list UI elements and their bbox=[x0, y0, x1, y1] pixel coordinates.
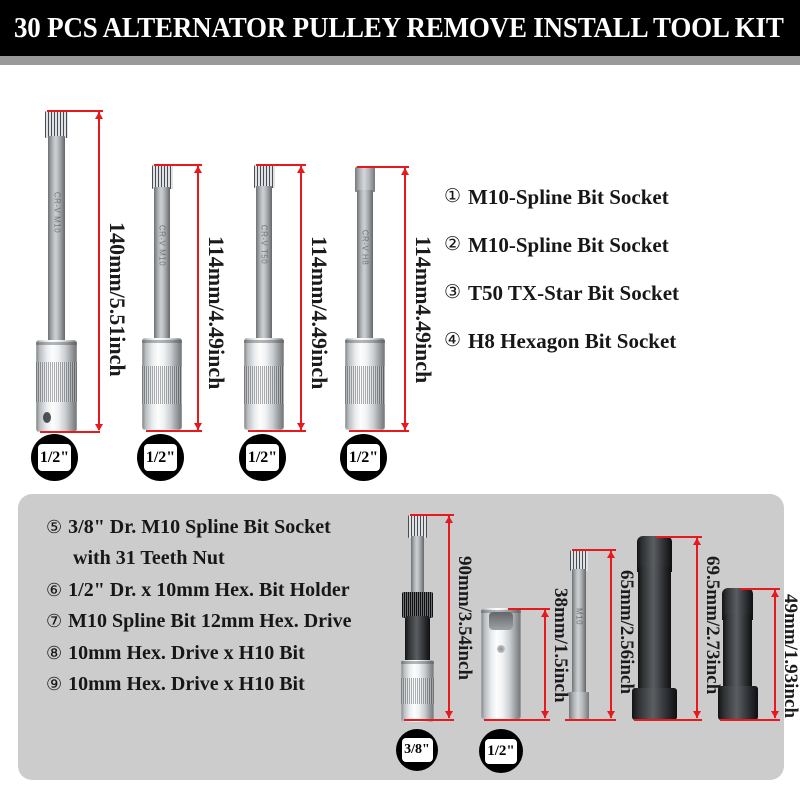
legend-item-2-label: M10-Spline Bit Socket bbox=[468, 233, 669, 258]
tool-9-collar bbox=[718, 686, 758, 720]
tool-7-spline-tip bbox=[570, 549, 588, 571]
tool-1-shank: CR-V M10 bbox=[48, 136, 65, 348]
panel-item-6: ⑥ 1/2" Dr. x 10mm Hex. Bit Holder bbox=[46, 579, 436, 601]
tool-2-etching: CR-V M10 bbox=[157, 224, 167, 266]
tool-3-shank: CR-V T50 bbox=[256, 186, 272, 345]
tool-7-dimension-label: 65mm/2.56inch bbox=[616, 570, 637, 695]
panel-item-7-label: M10 Spline Bit 12mm Hex. Drive bbox=[68, 610, 352, 633]
tool-4-dimension-label: 114mm4.49inch bbox=[411, 236, 436, 384]
tool-4-shank: CR-V H8 bbox=[357, 190, 373, 345]
legend-item-1: ① M10-Spline Bit Socket bbox=[444, 186, 794, 208]
tool-2-drive-label: 1/2" bbox=[144, 444, 177, 471]
panel-item-5-continued-label: with 31 Teeth Nut bbox=[73, 547, 225, 570]
legend-item-3: ③ T50 TX-Star Bit Socket bbox=[444, 282, 794, 304]
legend-item-4-label: H8 Hexagon Bit Socket bbox=[468, 329, 677, 354]
tool-5-shank bbox=[411, 536, 424, 596]
tool-9-dimension-label: 49mm/1.93inch bbox=[780, 594, 800, 719]
tool-3-drive-badge: 1/2" bbox=[239, 434, 286, 481]
legend-item-3-label: T50 TX-Star Bit Socket bbox=[468, 281, 680, 306]
tool-1-drive-badge: 1/2" bbox=[31, 434, 78, 481]
tool-4-socket bbox=[345, 338, 385, 430]
legend-item-2-number: ② bbox=[444, 234, 462, 256]
tool-4-hex-tip bbox=[355, 166, 375, 192]
panel-item-9: ⑨ 10mm Hex. Drive x H10 Bit bbox=[46, 673, 436, 695]
panel-item-5-number: ⑤ bbox=[46, 517, 63, 537]
panel-item-5-continued: with 31 Teeth Nut bbox=[46, 547, 436, 569]
tool-6-drive-label: 1/2" bbox=[485, 738, 517, 764]
panel-item-9-number: ⑨ bbox=[46, 673, 63, 694]
legend-list: ① M10-Spline Bit Socket ② M10-Spline Bit… bbox=[444, 186, 794, 378]
tool-2-socket bbox=[142, 338, 182, 430]
tool-9-body bbox=[723, 614, 752, 692]
tool-4-drive-badge: 1/2" bbox=[340, 434, 387, 481]
tool-2-dimension-label: 114mm/4.49inch bbox=[204, 236, 229, 390]
tool-2-spline-tip bbox=[152, 164, 173, 189]
tool-1-spline-tip bbox=[45, 110, 68, 138]
legend-item-4-number: ④ bbox=[444, 330, 462, 352]
tool-7-etching: M10 bbox=[574, 607, 584, 625]
tool-6-dimension-label: 38mm/1.5inch bbox=[550, 588, 571, 703]
tool-6-socket bbox=[481, 608, 521, 720]
panel-item-8: ⑧ 10mm Hex. Drive x H10 Bit bbox=[46, 642, 436, 664]
panel-item-5: ⑤ 3/8" Dr. M10 Spline Bit Socket bbox=[46, 516, 436, 538]
panel-item-6-label: 1/2" Dr. x 10mm Hex. Bit Holder bbox=[68, 578, 350, 601]
tool-5-spline-tip bbox=[408, 514, 427, 538]
tool-2-shank: CR-V M10 bbox=[154, 187, 170, 345]
tool-5-teeth-nut bbox=[402, 592, 433, 618]
panel-item-8-label: 10mm Hex. Drive x H10 Bit bbox=[68, 641, 305, 664]
legend-item-4: ④ H8 Hexagon Bit Socket bbox=[444, 330, 794, 352]
panel-item-8-number: ⑧ bbox=[46, 642, 63, 663]
page-title: 30 PCS ALTERNATOR PULLEY REMOVE INSTALL … bbox=[14, 11, 784, 44]
tool-8-body bbox=[638, 566, 671, 696]
panel-item-9-label: 10mm Hex. Drive x H10 Bit bbox=[68, 672, 305, 695]
tool-3-dimension-label: 114mm/4.49inch bbox=[307, 236, 332, 390]
panel-list: ⑤ 3/8" Dr. M10 Spline Bit Socket with 31… bbox=[46, 516, 436, 704]
tool-2-drive-badge: 1/2" bbox=[137, 434, 184, 481]
legend-item-1-number: ① bbox=[444, 186, 462, 207]
tool-5-drive-badge: 3/8" bbox=[396, 729, 438, 771]
tool-7-shank: M10 bbox=[572, 569, 586, 695]
legend-item-1-label: M10-Spline Bit Socket bbox=[468, 185, 669, 209]
tool-4-etching: CR-V H8 bbox=[360, 229, 370, 265]
header-banner: 30 PCS ALTERNATOR PULLEY REMOVE INSTALL … bbox=[0, 0, 800, 56]
tool-7-hex-drive bbox=[569, 692, 589, 719]
tool-5-socket bbox=[401, 660, 434, 722]
tool-1-etching: CR-V M10 bbox=[52, 191, 61, 234]
tool-5-hex-body bbox=[405, 616, 430, 664]
tool-5-drive-label: 3/8" bbox=[401, 738, 433, 762]
tool-3-socket bbox=[244, 338, 284, 430]
tool-1-drive-label: 1/2" bbox=[38, 444, 71, 471]
legend-item-2: ② M10-Spline Bit Socket bbox=[444, 234, 794, 256]
panel-item-7-number: ⑦ bbox=[46, 611, 63, 632]
tool-8-collar bbox=[632, 688, 677, 720]
tool-6-drive-badge: 1/2" bbox=[479, 729, 523, 773]
panel-item-7: ⑦ M10 Spline Bit 12mm Hex. Drive bbox=[46, 610, 436, 632]
tool-3-drive-label: 1/2" bbox=[246, 444, 279, 471]
tool-1-socket bbox=[36, 340, 77, 432]
header-divider bbox=[0, 56, 800, 65]
tool-3-torx-tip bbox=[254, 164, 275, 188]
tool-1-dimension-label: 140mm/5.51inch bbox=[105, 222, 130, 377]
tool-3-etching: CR-V T50 bbox=[259, 224, 269, 265]
panel-item-5-label: 3/8" Dr. M10 Spline Bit Socket bbox=[68, 516, 331, 538]
legend-item-3-number: ③ bbox=[444, 282, 462, 304]
tool-8-dimension-label: 69.5mm/2.73inch bbox=[702, 556, 723, 695]
tool-5-dimension-label: 90mm/3.54inch bbox=[454, 556, 475, 681]
tool-4-drive-label: 1/2" bbox=[347, 444, 380, 471]
panel-item-6-number: ⑥ bbox=[46, 579, 63, 600]
